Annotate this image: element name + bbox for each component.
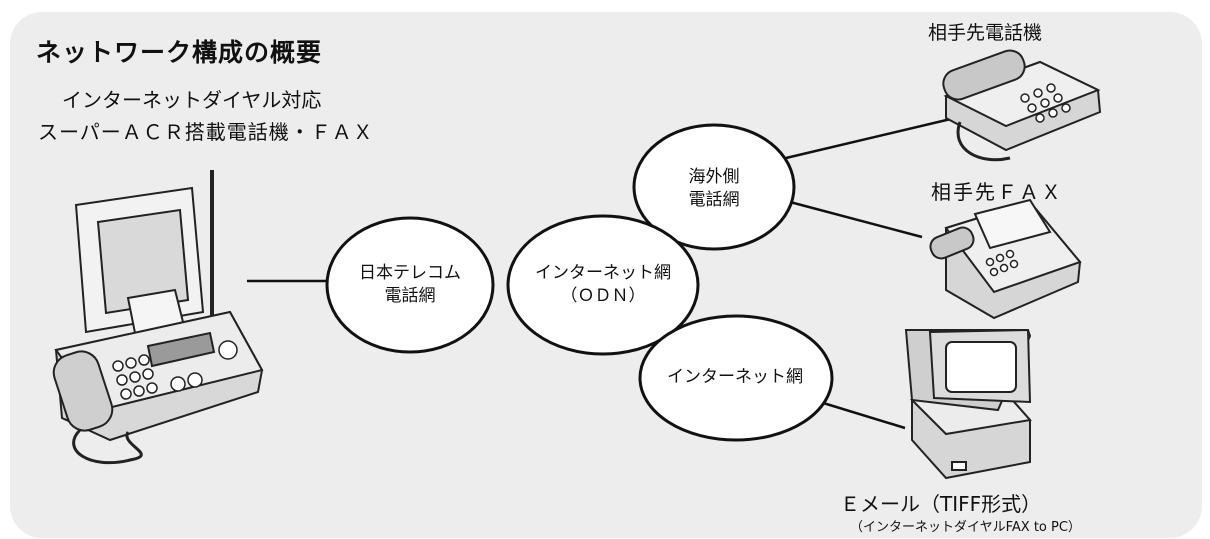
line-overseas-to-phone [785,116,956,160]
line-overseas-to-fax [789,200,923,239]
email-label: Ｅメール（TIFF形式） [840,492,1042,516]
node-overseas-label: 海外側 電話網 [644,166,784,212]
node-telecom-label: 日本テレコム 電話網 [330,262,490,308]
node-odn-line1: インターネット網 [535,263,671,283]
remote-fax-icon [929,198,1082,320]
node-odn-label: インターネット網 （ＯＤＮ） [510,262,696,308]
node-overseas-line2: 電話網 [688,190,740,210]
node-odn-ellipse [506,214,700,356]
device-label-line1: インターネットダイヤル対応 [62,88,322,112]
connection-lines [247,116,956,430]
computer-icon [904,328,1032,480]
node-overseas-line1: 海外側 [688,167,740,187]
node-internet-line1: インターネット網 [667,367,803,387]
node-telecom-line1: 日本テレコム [359,263,461,283]
diagram-title: ネットワーク構成の概要 [36,38,323,67]
line-internet-to-pc [819,400,906,430]
email-note: （インターネットダイヤルFAX to PC） [850,520,1081,535]
remote-phone-label: 相手先電話機 [928,22,1043,44]
node-telecom-ellipse [325,216,495,354]
node-internet-ellipse [638,314,834,442]
node-internet-label: インターネット網 [640,366,830,389]
fax-machine-icon [52,170,264,465]
device-label-line2: スーパーＡＣＲ搭載電話機・ＦＡＸ [38,120,374,144]
node-odn-line2: （ＯＤＮ） [560,286,646,306]
node-overseas-ellipse [632,123,796,251]
node-telecom-line2: 電話網 [384,286,436,306]
remote-fax-label: 相手先ＦＡＸ [931,180,1063,204]
telephone-icon [942,49,1102,162]
